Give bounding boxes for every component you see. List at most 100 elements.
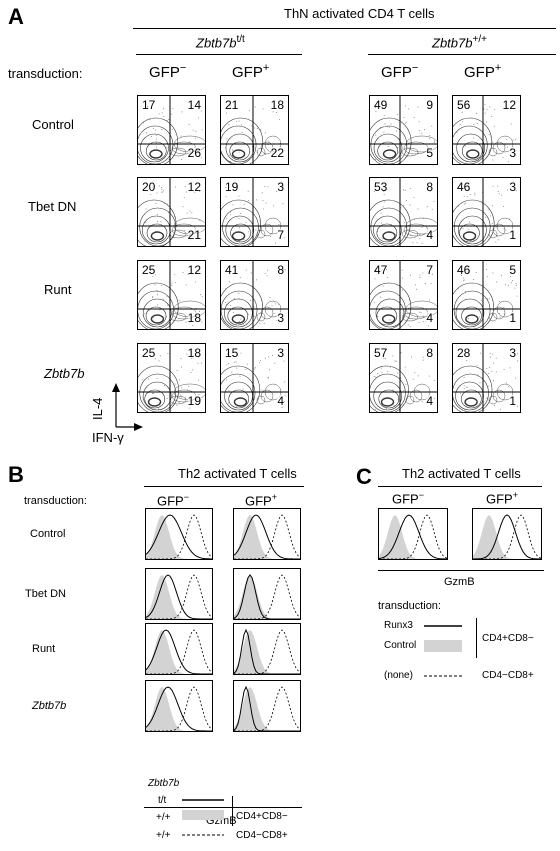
quadrant-value-lr: 4	[426, 394, 433, 408]
histogram-curves	[473, 514, 541, 559]
quadrant-value-ur: 5	[509, 263, 516, 277]
quadrant-value-lr: 3	[277, 311, 284, 325]
panel-b-legend-title: Zbtb7b	[148, 778, 180, 789]
quadrant-value-ul: 25	[142, 346, 156, 360]
quadrant-value-lr: 4	[426, 228, 433, 242]
panel-b-transduction-label: transduction:	[24, 495, 87, 507]
cd8-dashed-curve	[146, 574, 212, 619]
panel-a-transduction-label: transduction:	[8, 66, 83, 81]
panel-c-x-axis-rule	[378, 570, 544, 571]
quadrant-value-lr: 3	[509, 146, 516, 160]
histogram-c-c1	[472, 508, 542, 560]
panel-c-legend-cd4: CD4+CD8−	[482, 633, 534, 644]
contour-plot-r0-c3: 56 12 3	[452, 95, 521, 165]
contour-plot-r3-c0: 25 18 19	[137, 343, 206, 413]
quadrant-value-ur: 8	[277, 263, 284, 277]
quadrant-value-ur: 8	[426, 180, 433, 194]
histogram-curves	[146, 574, 212, 619]
panel-c-letter: C	[356, 464, 372, 489]
quadrant-value-ul: 56	[457, 98, 471, 112]
sample-solid-curve	[234, 628, 300, 674]
panel-b-colhead-1: GFP+	[245, 492, 277, 509]
panel-a-row-label-0: Control	[32, 117, 74, 132]
sample-solid-curve	[146, 574, 212, 619]
panel-b-row-label-2: Runt	[32, 643, 56, 655]
contour-lines	[221, 178, 288, 246]
panel-b-letter: B	[8, 462, 24, 487]
quadrant-value-lr: 1	[509, 311, 516, 325]
histogram-b-r1-c1	[233, 568, 301, 620]
histogram-curves	[234, 514, 300, 559]
control-fill-curve	[146, 630, 212, 674]
sample-solid-curve	[146, 686, 212, 731]
panel-b-legend-cd8: CD4−CD8+	[236, 830, 288, 841]
panel-b-header: Th2 activated T cells	[178, 466, 297, 481]
panel-c-x-axis-label: GzmB	[444, 576, 475, 588]
panel-a-y-axis-label: IL-4	[90, 397, 105, 420]
contour-plot-r2-c3: 46 5 1	[452, 260, 521, 330]
control-fill-curve	[146, 515, 212, 559]
panel-b-legend-swatches	[182, 799, 224, 836]
cd8-dashed-curve	[473, 514, 541, 559]
contour-lines	[221, 96, 288, 164]
genotype-tt-label: Zbtb7bt/t	[196, 34, 245, 51]
panel-b-colhead-0: GFP−	[157, 492, 189, 509]
contour-lines	[138, 96, 205, 164]
quadrant-value-ur: 3	[509, 346, 516, 360]
cd8-dashed-curve	[146, 514, 212, 559]
quadrant-value-ur: 12	[502, 98, 516, 112]
control-fill-curve	[234, 630, 300, 674]
quadrant-value-ul: 28	[457, 346, 471, 360]
sample-solid-curve	[234, 574, 300, 619]
quadrant-value-ur: 14	[187, 98, 201, 112]
contour-lines	[370, 178, 437, 246]
quadrant-value-lr: 4	[426, 311, 433, 325]
quadrant-value-lr: 5	[426, 146, 433, 160]
quadrant-value-ul: 41	[225, 263, 239, 277]
contour-lines	[138, 344, 205, 412]
quadrant-value-ul: 57	[374, 346, 388, 360]
quadrant-value-ul: 46	[457, 263, 471, 277]
sample-solid-curve	[473, 514, 541, 559]
contour-plot-r1-c2: 53 8 4	[369, 177, 438, 247]
quadrant-value-ul: 53	[374, 180, 388, 194]
cd8-dashed-curve	[234, 686, 300, 731]
quadrant-value-ur: 7	[426, 263, 433, 277]
panel-a-axis-arrows	[112, 383, 143, 431]
panel-a-header-rule	[133, 28, 556, 29]
genotype-wt-rule	[368, 54, 556, 55]
quadrant-value-ur: 3	[509, 180, 516, 194]
histogram-curves	[234, 685, 300, 731]
panel-c-legend-control: Control	[384, 640, 417, 651]
control-fill-curve	[234, 687, 300, 731]
quadrant-value-ul: 49	[374, 98, 388, 112]
quadrant-value-ul: 20	[142, 180, 156, 194]
histogram-b-r0-c0	[145, 508, 213, 560]
panel-a-colhead-3: GFP+	[464, 62, 502, 81]
panel-c-legend-cd8: CD4−CD8+	[482, 670, 534, 681]
quadrant-value-lr: 1	[509, 394, 516, 408]
panel-b-legend-geno-1: t/t	[158, 795, 167, 806]
panel-a-letter: A	[8, 4, 24, 29]
panel-b-row-label-0: Control	[30, 528, 66, 540]
panel-c-legend-swatches	[424, 625, 462, 677]
sample-solid-curve	[146, 629, 212, 674]
control-fill-curve	[379, 515, 447, 559]
histogram-curves	[146, 514, 212, 559]
contour-plot-r2-c1: 41 8 3	[220, 260, 289, 330]
panel-a-colhead-0: GFP−	[149, 62, 187, 81]
cd8-dashed-curve	[146, 686, 212, 731]
contour-plot-r3-c3: 28 3 1	[452, 343, 521, 413]
panel-b-legend-geno-2: +/+	[156, 812, 171, 823]
histogram-b-r0-c1	[233, 508, 301, 560]
quadrant-value-lr: 19	[187, 394, 201, 408]
quadrant-value-ur: 18	[187, 346, 201, 360]
panel-c-colhead-1: GFP+	[486, 490, 518, 507]
panel-b-legend-bracket	[232, 796, 233, 826]
